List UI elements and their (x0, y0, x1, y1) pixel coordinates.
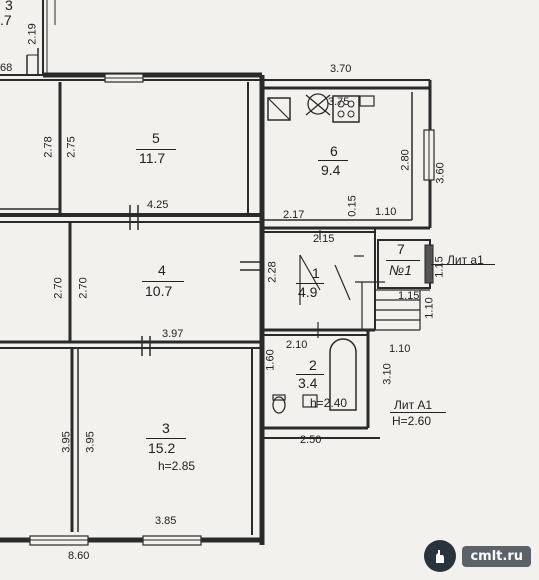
dim-2-70-b: 2.70 (77, 277, 90, 299)
room-3-height: h=2.85 (158, 459, 196, 473)
room-4-divider (142, 281, 184, 282)
dim-2-40: 2.40 (323, 396, 348, 410)
room-3-area: 15.2 (148, 440, 176, 456)
dim-3-70: 3.70 (330, 63, 352, 75)
room-2-area: 3.4 (298, 375, 318, 391)
watermark-text: cmlt.ru (462, 545, 531, 567)
dim-2-17: 2.17 (283, 209, 305, 221)
annotation-leader-line (431, 264, 495, 265)
room-3-divider (146, 438, 186, 439)
dim-3-95-a: 3.95 (60, 431, 73, 453)
room-6-divider (318, 160, 348, 161)
room-7-divider (386, 260, 420, 261)
dim-top-vertical: 2.19 (26, 23, 39, 45)
room-1-area: 4.9 (298, 284, 318, 300)
dim-1-10-c: 1.10 (389, 343, 411, 355)
room-7-number: 7 (397, 241, 405, 257)
hand-icon (424, 540, 457, 572)
dim-2-50: 2.50 (300, 434, 322, 446)
dim-1-15-horizontal: 1.15 (398, 290, 420, 302)
dim-4-25: 4.25 (147, 199, 169, 211)
dim-2-10: 2.10 (286, 339, 308, 351)
room-2-number: 2 (309, 357, 317, 373)
dim-3-97: 3.97 (162, 328, 184, 340)
dim-top-small: 68 (0, 62, 13, 74)
room-6-area: 9.4 (321, 162, 341, 178)
dim-2-80: 2.80 (399, 149, 412, 171)
room-1-divider (296, 283, 324, 284)
dim-2-28: 2.28 (266, 261, 279, 283)
room-7-label: №1 (389, 262, 412, 278)
room-5-divider (136, 149, 176, 150)
dim-2-70-a: 2.70 (52, 277, 65, 299)
dim-3-75: 3.75 (328, 96, 350, 108)
watermark: cmlt.ru (424, 540, 531, 572)
dim-1-15-vertical: 1.15 (433, 256, 446, 278)
dim-0-15: 0.15 (346, 195, 359, 217)
dim-1-10-a: 1.10 (375, 206, 397, 218)
room-1-number: 1 (312, 265, 320, 281)
room-6-number: 6 (330, 143, 338, 159)
dim-2-75: 2.75 (65, 136, 78, 158)
room-5-area: 11.7 (139, 150, 166, 166)
dim-3-95-b: 3.95 (84, 431, 97, 453)
annotation-lit-a1-small: Лит а1 (447, 253, 484, 267)
room-4-area: 10.7 (145, 283, 173, 299)
dim-3-10: 3.10 (381, 363, 394, 385)
dim-3-60: 3.60 (434, 162, 447, 184)
dim-1-60: 1.60 (264, 349, 277, 371)
dim-2-15: 2.15 (313, 233, 335, 245)
dim-3-85: 3.85 (155, 515, 177, 527)
annotation-A1-divider (390, 412, 446, 413)
room-3-top-number: 3 (5, 0, 13, 13)
dim-1-10-b: 1.10 (423, 297, 436, 319)
room-5-number: 5 (152, 130, 160, 146)
room-3-number: 3 (162, 420, 170, 436)
annotation-lit-A1-height: H=2.60 (392, 414, 432, 428)
room-top-area: .7 (0, 12, 12, 28)
dim-8-60: 8.60 (68, 550, 90, 562)
dim-h-2-40: h=2.40 (310, 396, 348, 410)
room-4-number: 4 (158, 262, 166, 278)
room-2-divider (296, 374, 324, 375)
annotation-lit-A1: Лит А1 (394, 398, 433, 412)
dim-2-78: 2.78 (42, 136, 55, 158)
